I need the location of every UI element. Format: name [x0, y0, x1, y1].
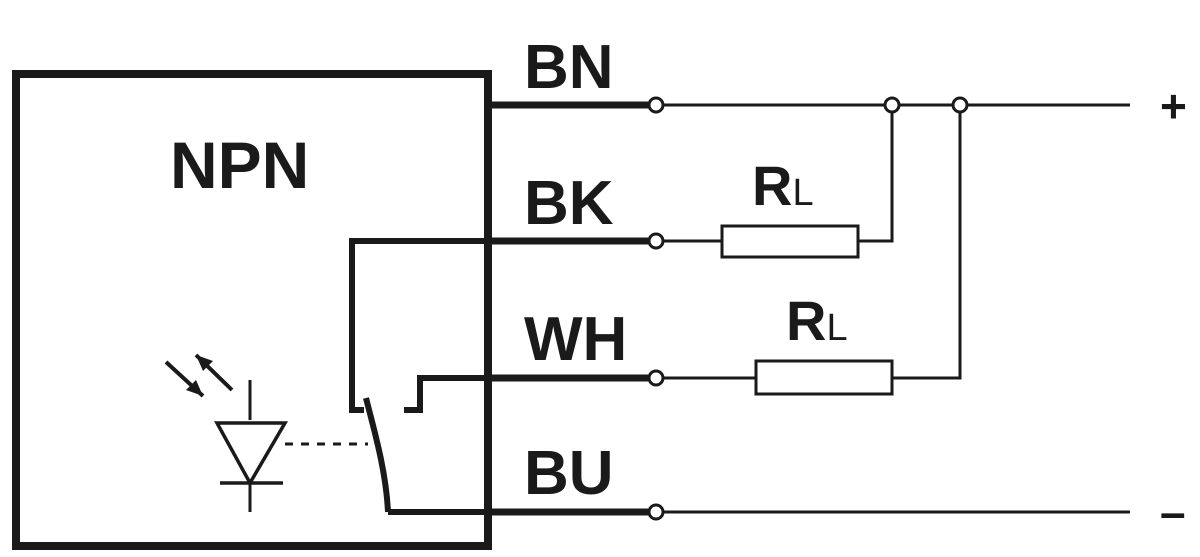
terminal-bn	[647, 96, 665, 114]
terminal-wh	[647, 369, 665, 387]
terminals	[647, 96, 969, 521]
terminal-bu	[647, 503, 665, 521]
terminal-bk	[647, 232, 665, 250]
sensor-leads	[488, 101, 648, 516]
changeover-switch-icon	[349, 238, 488, 515]
sensor-housing	[12, 70, 492, 550]
load-resistor-1	[720, 224, 860, 259]
positive-supply-label: +	[1160, 80, 1187, 132]
output-type-label: NPN	[170, 128, 309, 202]
external-wiring	[663, 103, 1130, 514]
junction-1	[883, 96, 901, 114]
junction-2	[951, 96, 969, 114]
resistor-label-1: RL	[752, 154, 814, 217]
photodiode-icon	[164, 353, 289, 512]
wire-label-wh: WH	[524, 305, 627, 374]
wire-label-bk: BK	[524, 169, 614, 238]
wire-label-bn: BN	[524, 33, 614, 102]
load-resistor-2	[754, 359, 894, 396]
wire-label-bu: BU	[524, 439, 614, 508]
resistor-label-2: RL	[786, 289, 848, 352]
negative-supply-label: –	[1160, 486, 1186, 538]
